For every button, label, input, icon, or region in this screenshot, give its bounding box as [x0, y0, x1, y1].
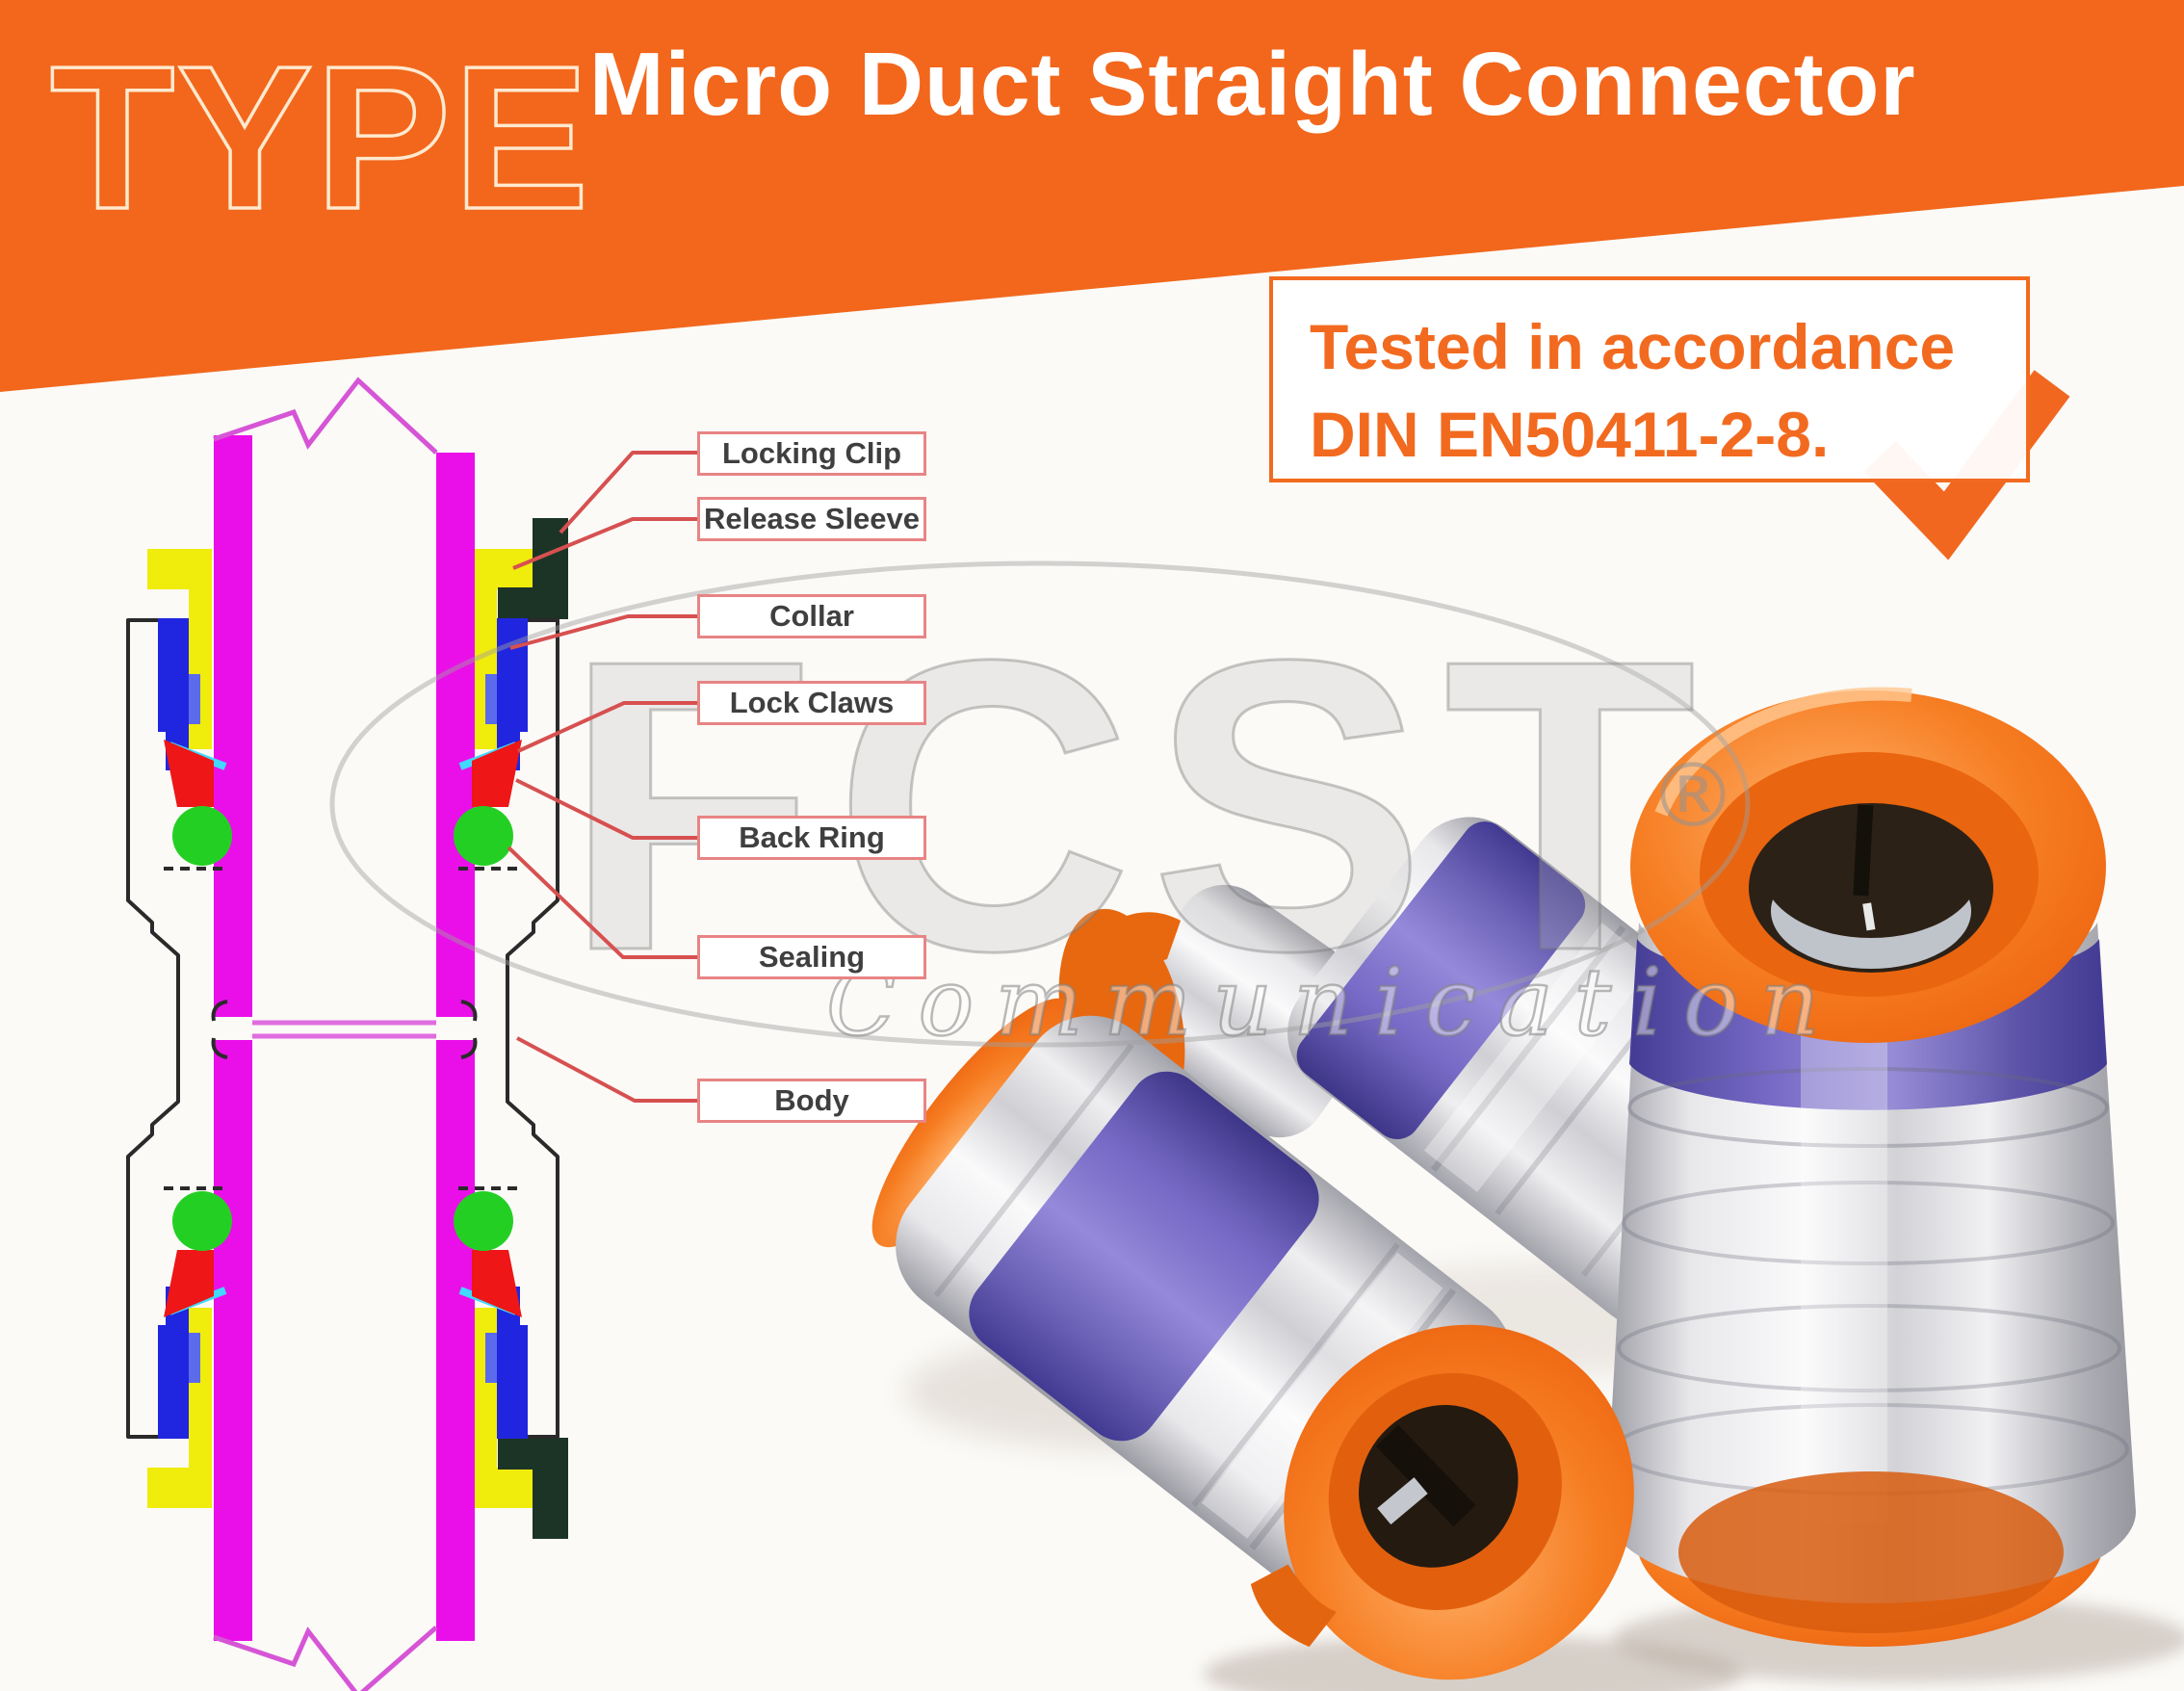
label-text: Locking Clip	[722, 436, 901, 470]
leader-back-ring	[515, 778, 699, 840]
leader-lock-claws	[517, 701, 699, 753]
label-body: Body	[697, 1079, 926, 1123]
leader-locking-clip	[559, 451, 699, 534]
label-text: Lock Claws	[729, 686, 895, 719]
label-text: Release Sleeve	[703, 502, 921, 535]
label-sealing: Sealing	[697, 935, 926, 979]
leader-sealing	[507, 846, 701, 959]
leader-release-sleeve	[512, 517, 699, 570]
collar-part	[158, 618, 528, 1439]
body-outline	[126, 618, 559, 1439]
label-release-sleeve: Release Sleeve	[697, 497, 926, 541]
page-title: Micro Duct Straight Connector	[589, 34, 1916, 134]
label-text: Collar	[769, 599, 854, 633]
connector-lying	[871, 998, 1634, 1680]
label-text: Back Ring	[739, 820, 885, 854]
cross-section-diagram	[126, 377, 568, 1691]
certification-line1: Tested in accordance	[1310, 311, 1956, 382]
type-outline-word: TYPE	[48, 21, 591, 248]
label-text: Sealing	[758, 940, 866, 974]
micro-duct	[213, 377, 475, 1691]
leader-collar	[509, 614, 699, 650]
certification-line2: DIN EN50411-2-8.	[1310, 399, 1830, 471]
label-locking-clip: Locking Clip	[697, 431, 926, 476]
locking-clip-part	[498, 518, 568, 1539]
certification-box: Tested in accordance DIN EN50411-2-8.	[1269, 276, 2030, 482]
label-back-ring: Back Ring	[697, 816, 926, 860]
sealing-part	[172, 806, 513, 1251]
connector-upright	[1606, 687, 2136, 1647]
product-photo	[871, 687, 2184, 1691]
label-text: Body	[774, 1083, 849, 1117]
brand-word: TYPE	[50, 23, 591, 248]
back-ring-part	[164, 740, 522, 1317]
leader-lines	[507, 451, 701, 1103]
label-collar: Collar	[697, 594, 926, 638]
leader-body	[516, 1036, 701, 1103]
label-lock-claws: Lock Claws	[697, 681, 926, 725]
